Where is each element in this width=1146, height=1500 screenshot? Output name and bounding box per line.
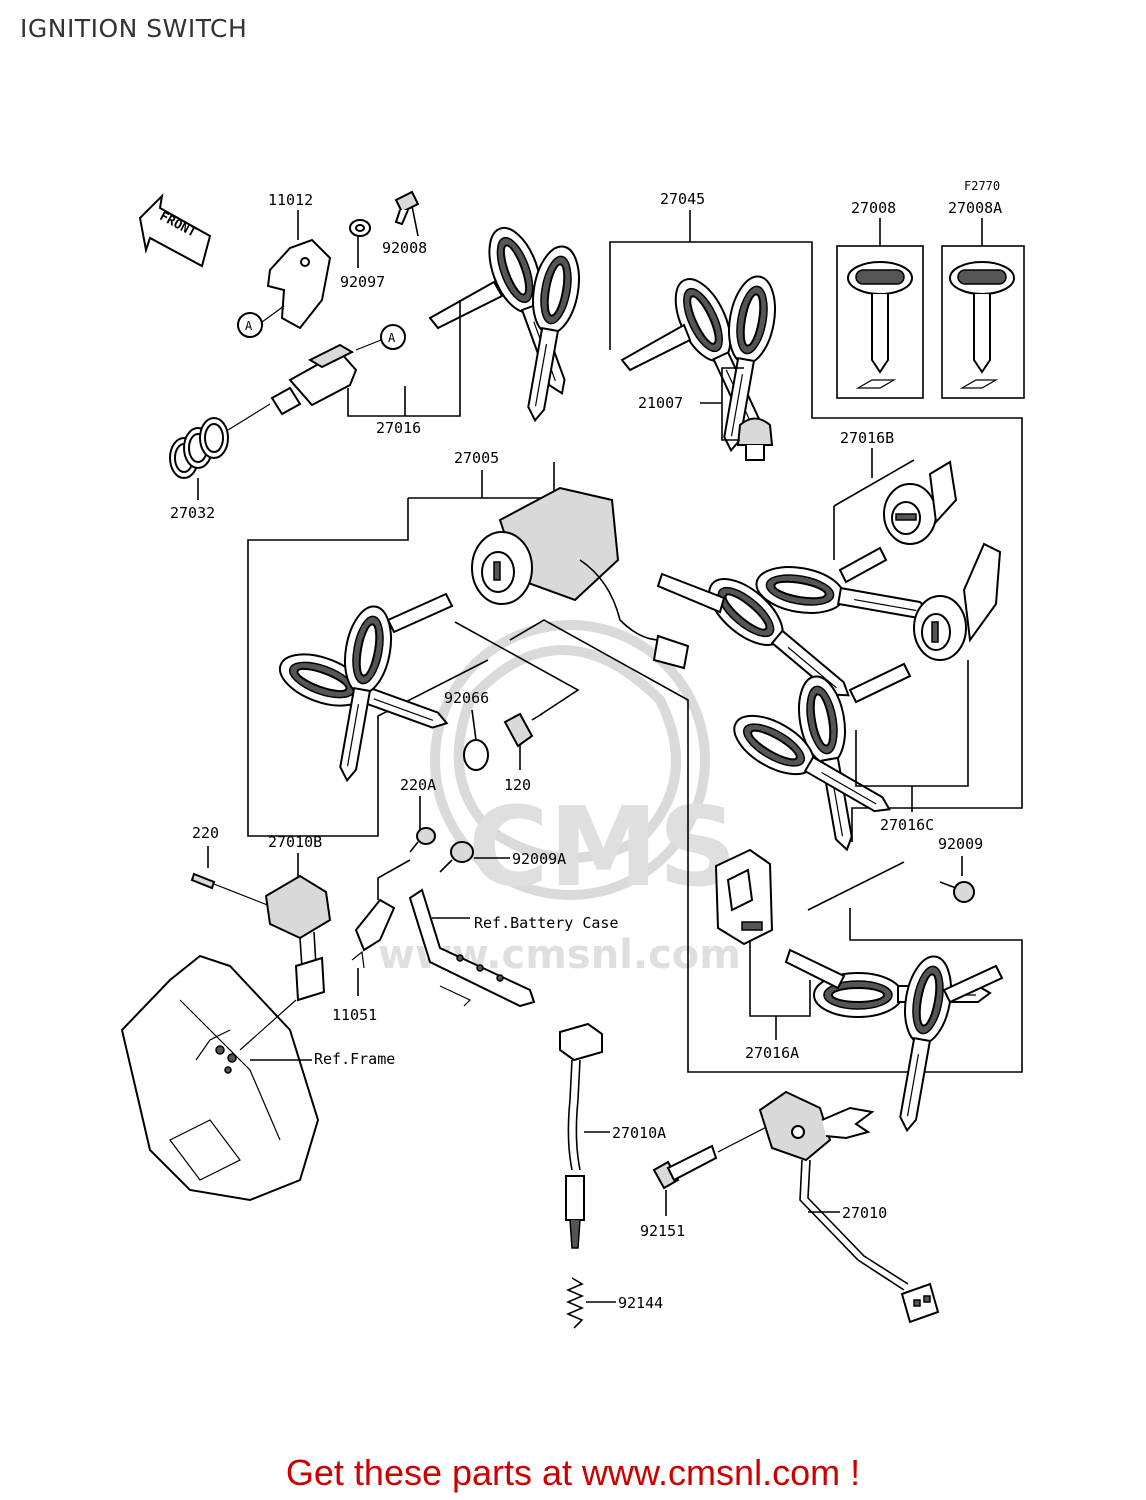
label-92151: 92151 [640, 1222, 685, 1240]
label-21007: 21007 [638, 394, 683, 412]
label-92009a: 92009A [512, 850, 566, 868]
label-27010a: 27010A [612, 1124, 666, 1142]
part-27010b-switch [264, 874, 332, 1002]
part-27016b-lock [883, 460, 958, 545]
label-27016: 27016 [376, 419, 421, 437]
footer-cta-link[interactable]: Get these parts at www.cmsnl.com ! [285, 1452, 861, 1493]
label-27008a: 27008A [948, 199, 1002, 217]
part-27016b-key [656, 546, 935, 715]
part-11012-plate [266, 238, 332, 330]
part-27005-key [272, 592, 455, 785]
label-27010: 27010 [842, 1204, 887, 1222]
part-27016c-key [723, 662, 912, 855]
part-27016a-cover [714, 848, 774, 946]
label-27005: 27005 [454, 449, 499, 467]
part-92144-spring [565, 1277, 585, 1329]
part-92009a-screw [439, 841, 474, 873]
part-27008-key [847, 261, 913, 389]
ref-frame [120, 954, 320, 1202]
box-27008a [941, 245, 1025, 399]
part-220-screw [190, 872, 216, 890]
label-92066: 92066 [444, 689, 489, 707]
label-27010b: 27010B [268, 833, 322, 851]
part-27010-sensor-switch [758, 1090, 940, 1324]
callout-a-left [237, 312, 263, 338]
watermark-logo: CMS [468, 783, 737, 911]
ref-battery-case-bracket [351, 888, 536, 1008]
label-27008: 27008 [851, 199, 896, 217]
part-120-screw [503, 712, 543, 748]
part-27016-lock-cylinder [270, 343, 358, 416]
label-220a: 220A [400, 776, 436, 794]
label-27016a: 27016A [745, 1044, 799, 1062]
label-11012: 11012 [268, 191, 313, 209]
part-92151-bolt [652, 1144, 718, 1190]
label-27016c: 27016C [880, 816, 934, 834]
part-27016-key [428, 220, 587, 425]
part-92009-screw [939, 881, 975, 903]
callout-a-right [380, 324, 406, 350]
part-220a-screw [409, 827, 436, 853]
label-92144: 92144 [618, 1294, 663, 1312]
part-27016a-key [784, 948, 1004, 1135]
label-120: 120 [504, 776, 531, 794]
label-92097: 92097 [340, 273, 385, 291]
part-27005-switch [471, 486, 690, 670]
label-27045: 27045 [660, 190, 705, 208]
label-ref-battery-case: Ref.Battery Case [474, 914, 619, 932]
figure-code: F2770 [964, 179, 1000, 193]
label-27016b: 27016B [840, 429, 894, 447]
label-92009: 92009 [938, 835, 983, 853]
part-27045-key [620, 269, 783, 455]
label-92008: 92008 [382, 239, 427, 257]
label-220: 220 [192, 824, 219, 842]
part-92097-washer [349, 219, 371, 237]
part-27008a-key [949, 261, 1015, 389]
page-title: IGNITION SWITCH [20, 14, 248, 43]
watermark: CMS www.cmsnl.com [378, 620, 741, 978]
callout-a-right-label: A [388, 331, 396, 345]
callout-a-left-label: A [245, 319, 253, 333]
part-27010a-harness [559, 1022, 603, 1249]
front-arrow-icon: FRONT [138, 193, 212, 268]
label-27032: 27032 [170, 504, 215, 522]
part-27016c-lock [913, 542, 1002, 661]
part-21007-cap [736, 417, 774, 461]
part-92066-cap [463, 739, 489, 771]
label-11051: 11051 [332, 1006, 377, 1024]
part-27032-o-rings [169, 417, 229, 479]
part-92008-bolt [394, 190, 420, 226]
label-ref-frame: Ref.Frame [314, 1050, 395, 1068]
